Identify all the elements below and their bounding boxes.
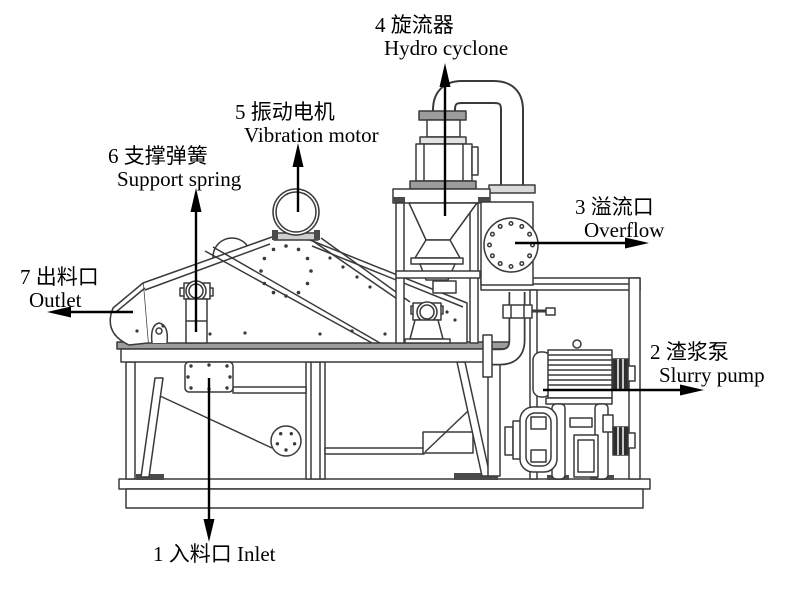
pump-casing xyxy=(504,406,558,473)
label-hydro-cyclone-zh: 4 旋流器 xyxy=(375,13,454,37)
label-overflow: 3 溢流口 Overflow xyxy=(575,196,664,242)
bolt-circle xyxy=(259,244,313,298)
label-inlet: 1 入料口 Inlet xyxy=(153,543,275,566)
label-hydro-cyclone-en: Hydro cyclone xyxy=(384,36,509,60)
label-support-spring-en: Support spring xyxy=(117,167,242,191)
label-slurry-pump-zh: 2 渣浆泵 xyxy=(650,340,729,364)
shaft-flange xyxy=(270,425,302,457)
label-outlet-en: Outlet xyxy=(29,288,82,312)
base-frame xyxy=(118,473,651,509)
rivet-dots xyxy=(135,256,457,336)
belt-pulley-upper xyxy=(612,358,636,390)
vibration-motor xyxy=(272,188,320,236)
label-slurry-pump: 2 渣浆泵 Slurry pump xyxy=(650,341,765,387)
overflow-arrow xyxy=(515,237,649,249)
belt-pulley-lower xyxy=(612,426,636,456)
hydro-cyclone-arrow xyxy=(439,63,451,216)
label-support-spring: 6 支撑弹簧 Support spring xyxy=(108,145,241,191)
label-outlet: 7 出料口 Outlet xyxy=(20,266,99,312)
label-inlet-text: 1 入料口 Inlet xyxy=(153,542,276,566)
outlet-arrow xyxy=(47,306,133,318)
deck-plate xyxy=(116,341,513,363)
slurry-pump xyxy=(504,339,636,480)
valve-handle xyxy=(502,304,556,319)
label-overflow-zh: 3 溢流口 xyxy=(575,195,654,219)
label-vibration-motor-zh: 5 振动电机 xyxy=(235,100,335,124)
overflow-flange xyxy=(483,217,539,273)
label-slurry-pump-en: Slurry pump xyxy=(659,363,765,387)
label-vibration-motor: 5 振动电机 Vibration motor xyxy=(235,101,379,147)
feed-pipe xyxy=(482,292,556,378)
inlet-box xyxy=(184,361,234,393)
overflow-box xyxy=(480,201,539,286)
hydrocyclone xyxy=(392,80,536,344)
slurry-pump-arrow xyxy=(543,384,704,396)
outlet-chute xyxy=(109,282,149,346)
support-spring-rear xyxy=(404,301,451,344)
annotation-arrows xyxy=(47,63,704,542)
support-spring-arrow xyxy=(190,188,202,332)
label-overflow-en: Overflow xyxy=(584,218,665,242)
support-structure xyxy=(125,361,501,480)
label-vibration-motor-en: Vibration motor xyxy=(244,123,379,147)
cyclone-cone xyxy=(408,202,478,281)
vibration-motor-arrow xyxy=(292,143,304,212)
label-outlet-zh: 7 出料口 xyxy=(20,265,99,289)
label-hydro-cyclone: 4 旋流器 Hydro cyclone xyxy=(375,14,508,60)
pump-motor xyxy=(532,339,613,405)
label-support-spring-zh: 6 支撑弹簧 xyxy=(108,144,208,168)
inlet-arrow xyxy=(203,378,215,542)
